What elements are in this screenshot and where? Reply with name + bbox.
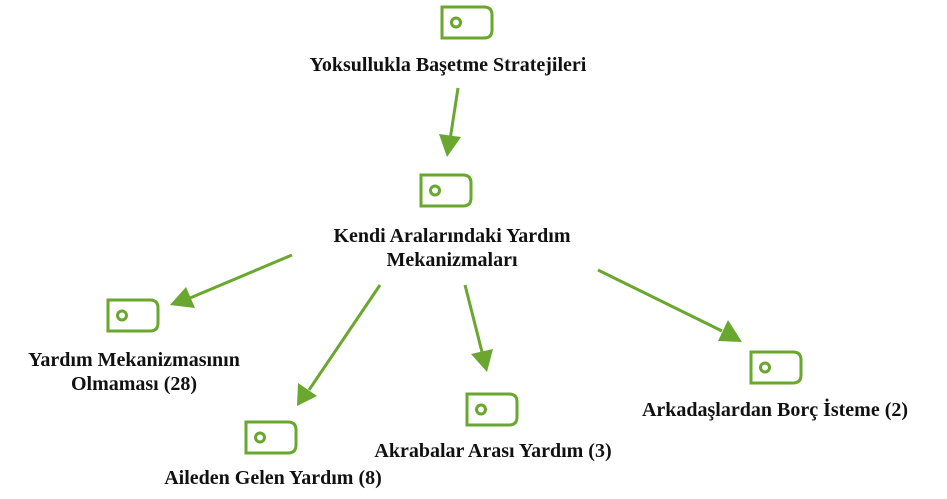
edge-mid-to-aile: [307, 284, 382, 391]
node-root-label: Yoksullukla Başetme Stratejileri: [268, 53, 628, 77]
node-mid-line2: Mekanizmaları: [386, 249, 518, 271]
node-arkadas-text: Arkadaşlardan Borç İsteme (2): [641, 399, 909, 421]
node-yardim-line2: Olmaması (28): [70, 373, 198, 395]
arrowhead-mid-to-yardim: [170, 287, 195, 308]
arrowhead-mid-to-akraba: [471, 349, 493, 372]
arrowhead-mid-to-aile: [297, 383, 317, 406]
node-akraba-label: Akrabalar Arası Yardım (3): [343, 439, 643, 463]
node-akraba-text: Akrabalar Arası Yardım (3): [374, 440, 612, 462]
node-yardim-label: Yardım Mekanizmasının Olmaması (28): [0, 348, 268, 396]
node-mid-line1: Kendi Aralarındaki Yardım: [333, 225, 571, 247]
node-root-text: Yoksullukla Başetme Stratejileri: [309, 54, 587, 76]
connectors: [170, 87, 742, 406]
tag-icon: [465, 392, 519, 427]
edge-mid-to-arkadas: [597, 268, 723, 333]
edge-mid-to-akraba: [463, 284, 484, 353]
tag-icon: [106, 298, 160, 333]
node-aile-text: Aileden Gelen Yardım (8): [164, 467, 382, 489]
tag-icon: [244, 420, 298, 455]
tag-icon: [749, 350, 803, 385]
edge-root-to-mid: [448, 87, 460, 141]
node-yardim-line1: Yardım Mekanizmasının: [28, 349, 240, 371]
node-arkadas-label: Arkadaşlardan Borç İsteme (2): [608, 398, 942, 422]
node-aile-label: Aileden Gelen Yardım (8): [128, 466, 418, 490]
node-mid-label: Kendi Aralarındaki Yardım Mekanizmaları: [282, 224, 622, 272]
tag-icon: [419, 173, 473, 208]
arrowhead-mid-to-arkadas: [718, 320, 742, 342]
edge-mid-to-yardim: [189, 253, 293, 300]
arrowhead-root-to-mid: [439, 134, 461, 157]
tag-icon: [440, 5, 494, 40]
